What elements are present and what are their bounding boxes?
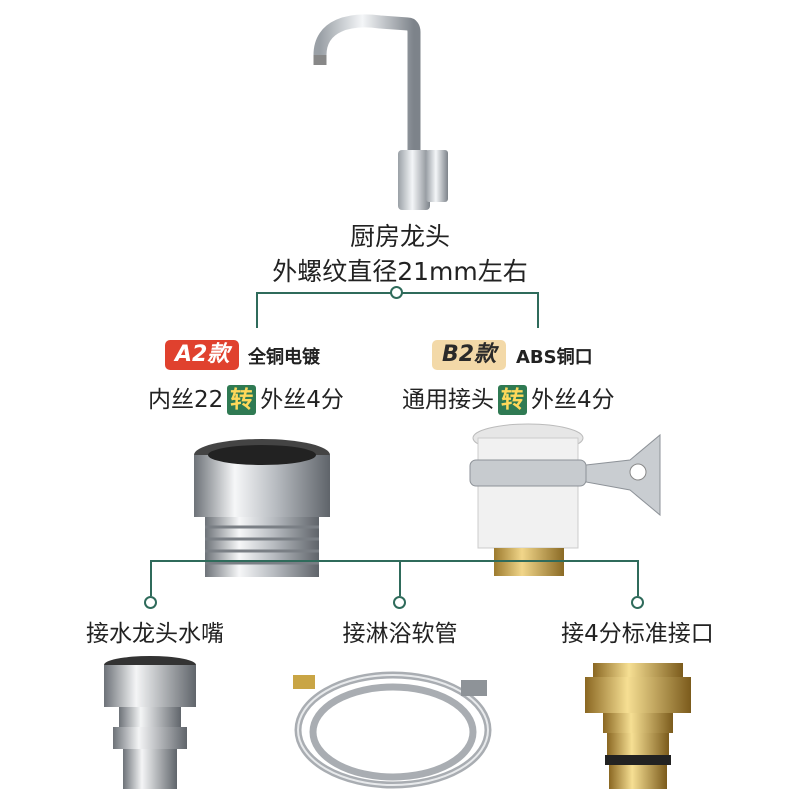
connector-line bbox=[637, 560, 639, 596]
connector-dot bbox=[631, 596, 644, 609]
spec-b2-left: 通用接头 bbox=[402, 387, 494, 413]
faucet-thread-spec: 外螺纹直径21mm左右 bbox=[272, 257, 528, 286]
label-faucet-nozzle: 接水龙头水嘴 bbox=[86, 621, 224, 647]
badge-a2: A2款 bbox=[165, 340, 240, 370]
spec-b2: 通用接头转外丝4分 bbox=[402, 380, 615, 415]
connector-line bbox=[399, 560, 401, 596]
kitchen-faucet-icon bbox=[313, 14, 448, 210]
badge-b2: B2款 bbox=[432, 340, 507, 370]
label-shower-hose: 接淋浴软管 bbox=[342, 621, 458, 647]
brass-hose-connector-icon bbox=[585, 663, 691, 789]
connector-dot bbox=[393, 596, 406, 609]
chrome-adapter-icon bbox=[194, 439, 330, 577]
connector-line bbox=[150, 560, 152, 596]
connector-dot bbox=[144, 596, 157, 609]
spec-a2-left: 内丝22 bbox=[148, 387, 224, 413]
abs-clamp-connector-icon bbox=[469, 423, 661, 576]
badge-b2-desc: ABS铜口 bbox=[516, 347, 593, 368]
connector-line bbox=[537, 292, 539, 328]
spec-a2-mid: 转 bbox=[227, 385, 257, 415]
shower-hose-icon bbox=[293, 671, 492, 789]
spec-b2-right: 外丝4分 bbox=[531, 387, 615, 413]
connector-dot bbox=[390, 286, 403, 299]
connector-line bbox=[256, 292, 258, 328]
connector-line bbox=[150, 560, 638, 562]
quick-connector-icon bbox=[104, 656, 196, 789]
spec-a2-right: 外丝4分 bbox=[260, 387, 344, 413]
faucet-title: 厨房龙头 bbox=[349, 222, 450, 251]
label-standard-interface: 接4分标准接口 bbox=[561, 621, 714, 647]
badge-a2-desc: 全铜电镀 bbox=[248, 347, 320, 368]
spec-b2-mid: 转 bbox=[498, 385, 527, 415]
